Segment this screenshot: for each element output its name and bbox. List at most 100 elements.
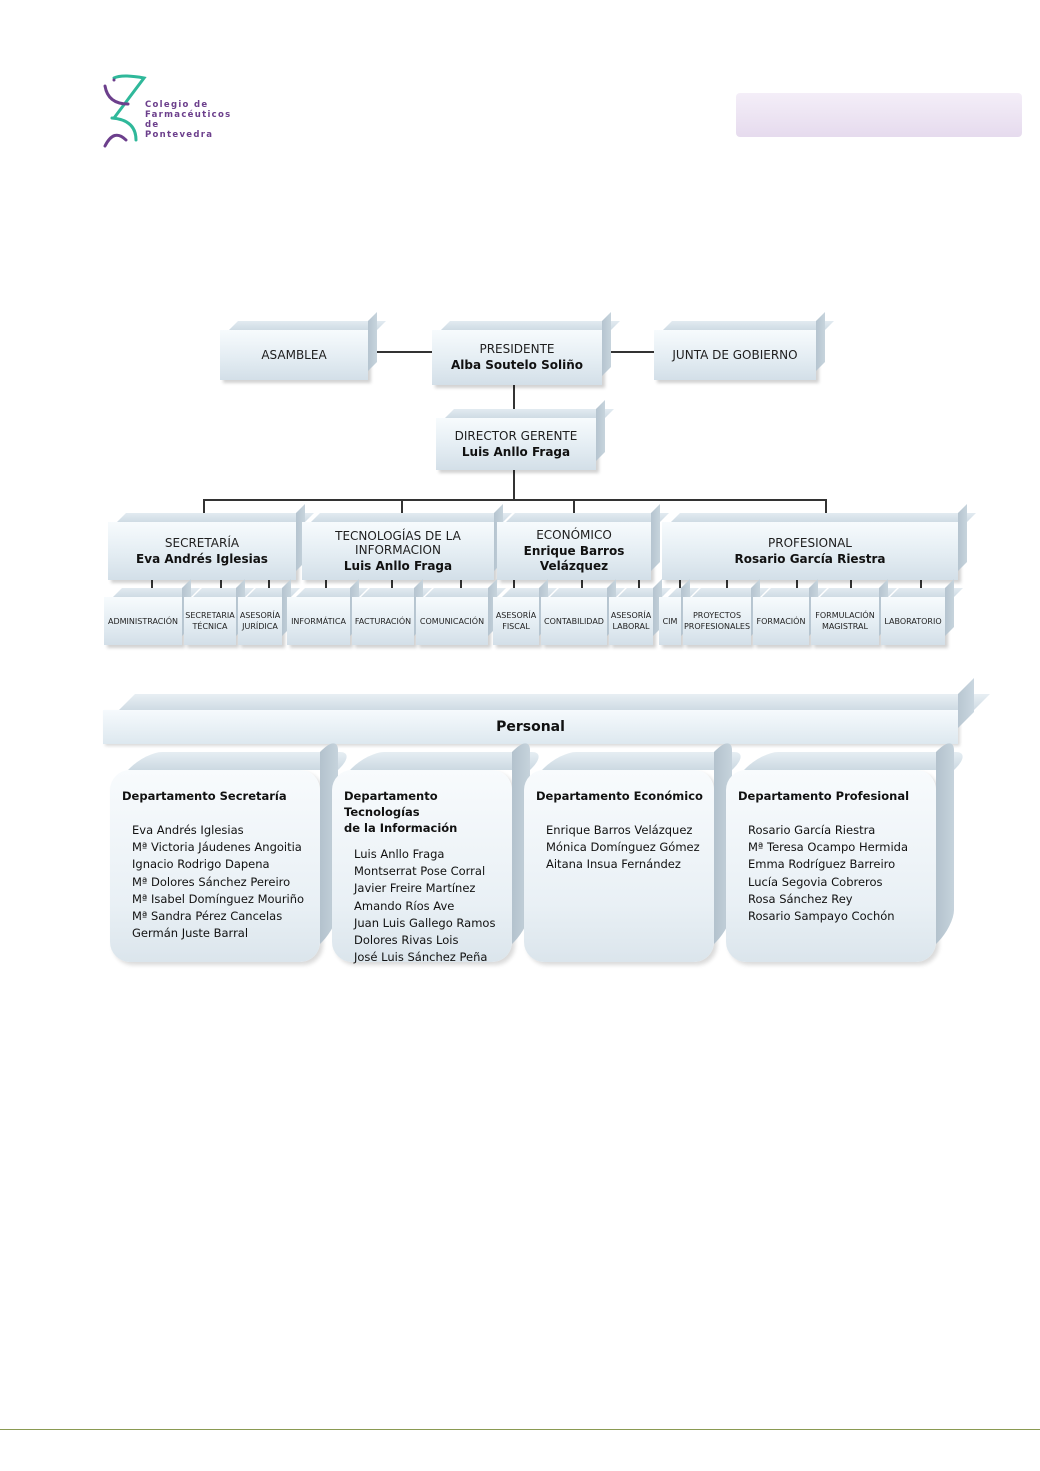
sub-comunicacion: COMUNICACIÓN	[416, 597, 488, 645]
area-profesional-name: Rosario García Riestra	[734, 551, 886, 566]
director-name: Luis Anllo Fraga	[461, 444, 571, 459]
sub-contabilidad: CONTABILIDAD	[541, 597, 607, 645]
sub-informatica-label: INFORMÁTICA	[291, 616, 346, 626]
list-item: Rosa Sánchez Rey	[748, 891, 853, 906]
list-item: Germán Juste Barral	[132, 926, 249, 941]
dept-title: Departamento Secretaría	[122, 789, 287, 803]
connector-president-director	[513, 385, 515, 419]
dept-title: Departamento Económico	[536, 789, 703, 803]
sub-formulacion-magistral: FORMULACIÓN MAGISTRAL	[811, 597, 879, 645]
list-item: Mª Isabel Domínguez Mouriño	[132, 891, 305, 906]
sub-asesoria-fiscal: ASESORÍA FISCAL	[493, 597, 539, 645]
personal-title: Personal	[496, 719, 565, 735]
sub-formacion-label: FORMACIÓN	[756, 616, 806, 626]
sub-proyectos-profesionales: PROYECTOS PROFESIONALES	[683, 597, 751, 645]
sub-asesoria-juridica-label-1: ASESORÍA	[239, 611, 281, 620]
area-economico: ECONÓMICO Enrique Barros Velázquez	[497, 522, 651, 580]
connector-economico	[573, 499, 575, 519]
sub-cim: CIM	[659, 597, 681, 645]
connector-profesional	[825, 499, 827, 519]
sub-secretaria-tecnica: SECRETARIA TÉCNICA	[184, 597, 236, 645]
sub-proyectos-label-1: PROYECTOS	[692, 611, 742, 620]
dept-title-2: de la Información	[344, 821, 458, 835]
list-item: Juan Luis Gallego Ramos	[354, 915, 496, 930]
sub-facturacion: FACTURACIÓN	[352, 597, 414, 645]
sub-asesoria-juridica-label-2: JURÍDICA	[242, 622, 278, 631]
list-item: Mª Teresa Ocampo Hermida	[748, 840, 908, 855]
sub-asesoria-fiscal-label-1: ASESORÍA	[495, 611, 537, 620]
header-bar	[736, 93, 1022, 137]
footer-divider	[0, 1429, 1040, 1430]
sub-secretaria-tecnica-label-2: TÉCNICA	[192, 622, 228, 631]
area-secretaria-label: SECRETARÍA	[164, 535, 240, 550]
sub-asesoria-laboral-label-1: ASESORÍA	[610, 611, 652, 620]
connector-director-down	[513, 470, 515, 500]
list-item: Ignacio Rodrigo Dapena	[132, 857, 270, 872]
area-tecnologias-name: Luis Anllo Fraga	[343, 558, 453, 573]
sub-asesoria-fiscal-label-2: FISCAL	[502, 622, 530, 631]
list-item: Dolores Rivas Lois	[354, 933, 459, 948]
area-tecnologias-label-1: TECNOLOGÍAS DE LA	[335, 528, 461, 543]
area-economico-name: Enrique Barros Velázquez	[523, 544, 625, 573]
list-item: Luis Anllo Fraga	[354, 847, 445, 861]
dept-profesional: Departamento Profesional Rosario García …	[726, 770, 936, 962]
list-item: Rosario García Riestra	[748, 823, 876, 837]
list-item: Mª Dolores Sánchez Pereiro	[132, 874, 291, 889]
area-secretaria-name: Eva Andrés Iglesias	[136, 551, 268, 566]
sub-secretaria-tecnica-label-1: SECRETARIA	[185, 611, 235, 620]
logo-text: Colegio de Farmacéuticos de Pontevedra	[145, 100, 232, 140]
member-list: Eva Andrés Iglesias Mª Victoria Jáudenes…	[122, 822, 310, 942]
sub-administracion: ADMINISTRACIÓN	[104, 597, 182, 645]
list-item: Mónica Domínguez Gómez	[546, 840, 700, 855]
list-item: Mª Sandra Pérez Cancelas	[132, 909, 283, 924]
sub-formulacion-label-2: MAGISTRAL	[822, 622, 868, 631]
sub-formacion: FORMACIÓN	[753, 597, 809, 645]
area-secretaria: SECRETARÍA Eva Andrés Iglesias	[108, 522, 296, 580]
director-label: DIRECTOR GERENTE	[454, 428, 578, 443]
sub-laboratorio-label: LABORATORIO	[884, 616, 942, 626]
area-profesional-label: PROFESIONAL	[768, 535, 852, 550]
member-list: Enrique Barros Velázquez Mónica Domíngue…	[536, 822, 704, 874]
sub-proyectos-label-2: PROFESIONALES	[683, 622, 751, 631]
sub-informatica: INFORMÁTICA	[287, 597, 350, 645]
area-tecnologias: TECNOLOGÍAS DE LA INFORMACION Luis Anllo…	[302, 522, 494, 580]
list-item: Mª Victoria Jáudenes Angoitia	[132, 840, 302, 855]
presidente-label: PRESIDENTE	[479, 342, 555, 356]
director-box: DIRECTOR GERENTE Luis Anllo Fraga	[436, 418, 596, 470]
sub-laboratorio: LABORATORIO	[881, 597, 945, 645]
junta-box: JUNTA DE GOBIERNO	[654, 330, 816, 380]
sub-cim-label: CIM	[662, 616, 678, 626]
sub-administracion-label: ADMINISTRACIÓN	[108, 616, 178, 626]
list-item: Emma Rodríguez Barreiro	[748, 857, 896, 872]
connector-junta	[602, 351, 654, 353]
sub-facturacion-label: FACTURACIÓN	[354, 616, 412, 626]
list-item: Enrique Barros Velázquez	[546, 823, 693, 837]
area-tecnologias-label-2: INFORMACION	[355, 542, 441, 557]
connector-secretaria	[203, 499, 205, 519]
list-item: Rosario Sampayo Cochón	[748, 909, 895, 924]
member-list: Luis Anllo Fraga Montserrat Pose Corral …	[344, 846, 502, 966]
dept-title: Departamento Tecnologías	[344, 789, 438, 819]
dept-tecnologias: Departamento Tecnologías de la Informaci…	[332, 770, 512, 964]
logo-line-3: de Pontevedra	[145, 120, 214, 140]
personal-bar: Personal	[103, 710, 958, 744]
sub-asesoria-juridica: ASESORÍA JURÍDICA	[238, 597, 282, 645]
dept-title: Departamento Profesional	[738, 789, 910, 803]
sub-asesoria-laboral: ASESORÍA LABORAL	[609, 597, 653, 645]
logo-line-2: Farmacéuticos	[145, 110, 232, 120]
asamblea-box: ASAMBLEA	[220, 330, 368, 380]
sub-formulacion-label-1: FORMULACIÓN	[815, 611, 875, 620]
list-item: Lucía Segovia Cobreros	[748, 874, 883, 889]
asamblea-label: ASAMBLEA	[261, 348, 327, 362]
connector-tecnologias	[401, 499, 403, 519]
presidente-box: PRESIDENTE Alba Soutelo Soliño	[432, 330, 602, 385]
list-item: José Luis Sánchez Peña	[354, 950, 488, 965]
presidente-name: Alba Soutelo Soliño	[450, 358, 583, 372]
area-economico-label: ECONÓMICO	[536, 528, 612, 542]
sub-comunicacion-label: COMUNICACIÓN	[419, 616, 485, 626]
list-item: Eva Andrés Iglesias	[132, 823, 244, 837]
sub-asesoria-laboral-label-2: LABORAL	[612, 622, 650, 631]
dept-economico: Departamento Económico Enrique Barros Ve…	[524, 770, 714, 962]
member-list: Rosario García Riestra Mª Teresa Ocampo …	[738, 822, 926, 925]
logo-line-1: Colegio de	[145, 100, 209, 110]
